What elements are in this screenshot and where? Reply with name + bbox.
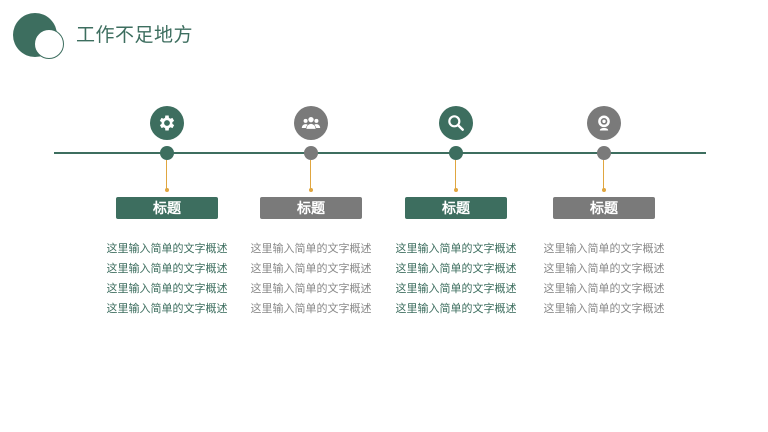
step-description: 这里输入简单的文字概述 这里输入简单的文字概述 这里输入简单的文字概述 这里输入… xyxy=(534,239,674,319)
description-line: 这里输入简单的文字概述 xyxy=(250,282,372,295)
description-line: 这里输入简单的文字概述 xyxy=(106,282,228,295)
description-line: 这里输入简单的文字概述 xyxy=(106,302,228,315)
page-title: 工作不足地方 xyxy=(76,24,194,46)
connector-dot xyxy=(602,188,606,192)
timeline-step-4: 标题 这里输入简单的文字概述 这里输入简单的文字概述 这里输入简单的文字概述 这… xyxy=(534,0,674,432)
description-line: 这里输入简单的文字概述 xyxy=(106,262,228,275)
description-line: 这里输入简单的文字概述 xyxy=(395,302,517,315)
description-line: 这里输入简单的文字概述 xyxy=(106,242,228,255)
connector-dot xyxy=(309,188,313,192)
search-icon[interactable] xyxy=(439,106,473,140)
step-description: 这里输入简单的文字概述 这里输入简单的文字概述 这里输入简单的文字概述 这里输入… xyxy=(97,239,237,319)
connector-line xyxy=(455,160,456,190)
step-title: 标题 xyxy=(405,197,507,219)
description-line: 这里输入简单的文字概述 xyxy=(395,282,517,295)
connector-line xyxy=(603,160,604,190)
description-line: 这里输入简单的文字概述 xyxy=(395,262,517,275)
users-icon[interactable] xyxy=(294,106,328,140)
timeline-step-1: 标题 这里输入简单的文字概述 这里输入简单的文字概述 这里输入简单的文字概述 这… xyxy=(97,0,237,432)
step-title: 标题 xyxy=(260,197,362,219)
logo-circle-small xyxy=(34,29,64,59)
webcam-icon[interactable] xyxy=(587,106,621,140)
step-title: 标题 xyxy=(553,197,655,219)
gear-icon[interactable] xyxy=(150,106,184,140)
description-line: 这里输入简单的文字概述 xyxy=(543,302,665,315)
description-line: 这里输入简单的文字概述 xyxy=(395,242,517,255)
description-line: 这里输入简单的文字概述 xyxy=(250,302,372,315)
timeline-node xyxy=(597,146,611,160)
description-line: 这里输入简单的文字概述 xyxy=(250,262,372,275)
connector-dot xyxy=(165,188,169,192)
step-title: 标题 xyxy=(116,197,218,219)
connector-dot xyxy=(454,188,458,192)
timeline-step-3: 标题 这里输入简单的文字概述 这里输入简单的文字概述 这里输入简单的文字概述 这… xyxy=(386,0,526,432)
step-description: 这里输入简单的文字概述 这里输入简单的文字概述 这里输入简单的文字概述 这里输入… xyxy=(241,239,381,319)
timeline-step-2: 标题 这里输入简单的文字概述 这里输入简单的文字概述 这里输入简单的文字概述 这… xyxy=(241,0,381,432)
timeline-node xyxy=(304,146,318,160)
timeline-line xyxy=(54,152,706,154)
description-line: 这里输入简单的文字概述 xyxy=(250,242,372,255)
step-description: 这里输入简单的文字概述 这里输入简单的文字概述 这里输入简单的文字概述 这里输入… xyxy=(386,239,526,319)
timeline-node xyxy=(160,146,174,160)
timeline-node xyxy=(449,146,463,160)
connector-line xyxy=(310,160,311,190)
connector-line xyxy=(166,160,167,190)
description-line: 这里输入简单的文字概述 xyxy=(543,242,665,255)
description-line: 这里输入简单的文字概述 xyxy=(543,282,665,295)
description-line: 这里输入简单的文字概述 xyxy=(543,262,665,275)
